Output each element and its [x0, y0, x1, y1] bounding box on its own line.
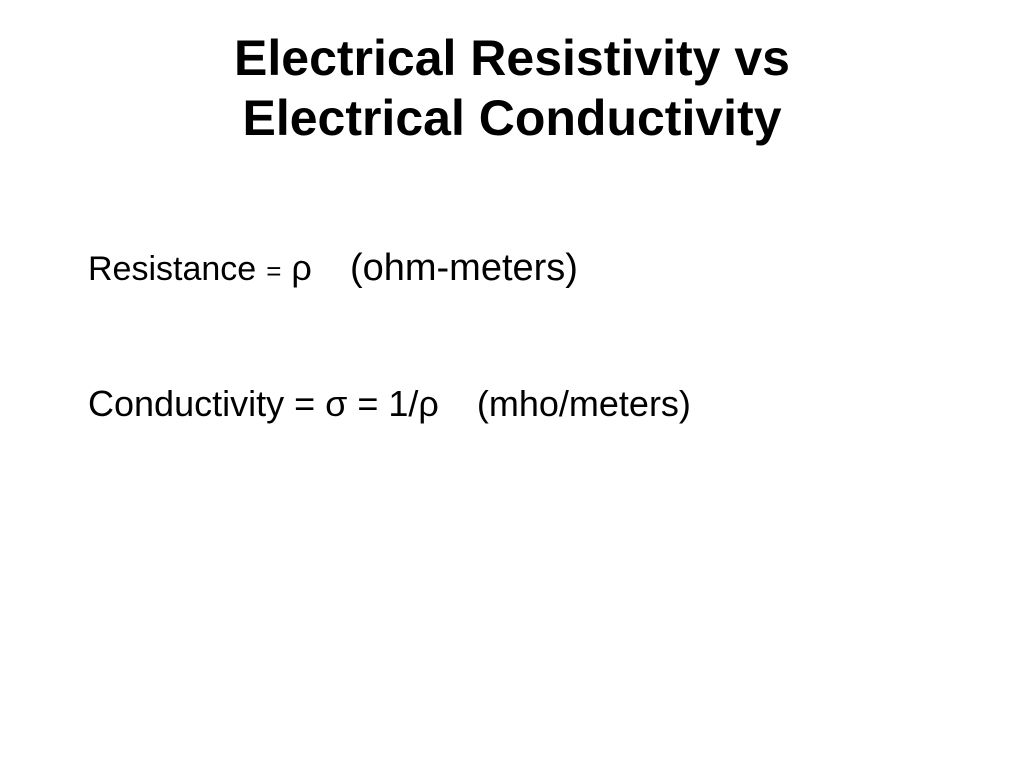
slide-title: Electrical Resistivity vs Electrical Con…: [0, 28, 1024, 148]
resistivity-units: (ohm-meters): [349, 247, 578, 289]
conductivity-units: (mho/meters): [476, 383, 691, 424]
title-line-1: Electrical Resistivity vs: [234, 30, 790, 86]
conductivity-expression: Conductivity = σ = 1/ρ: [88, 383, 439, 424]
resistivity-symbol: ρ: [291, 247, 312, 288]
resistance-equals: =: [266, 256, 282, 286]
resistance-label: Resistance: [88, 250, 257, 288]
conductivity-formula: Conductivity = σ = 1/ρ (mho/meters): [88, 382, 691, 426]
title-line-2: Electrical Conductivity: [242, 90, 782, 146]
resistance-formula: Resistance = ρ (ohm-meters): [88, 246, 578, 293]
